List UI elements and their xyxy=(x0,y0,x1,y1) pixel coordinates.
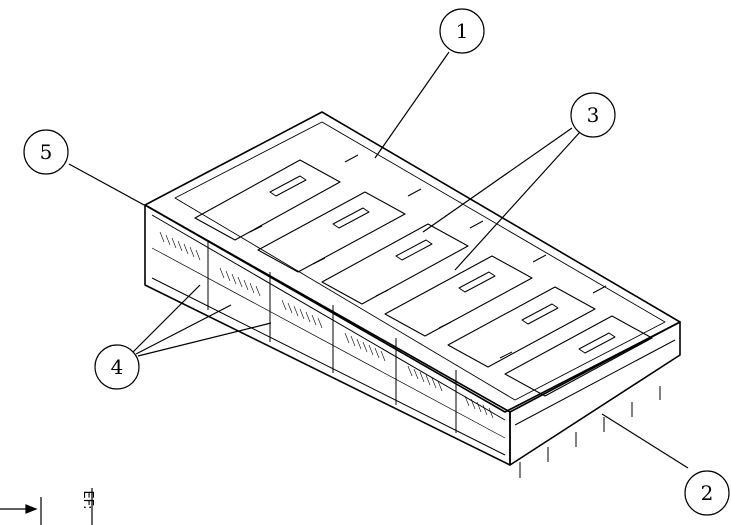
slot xyxy=(499,351,513,359)
press-fit-pins xyxy=(514,339,676,478)
callout-1: 1 xyxy=(439,8,485,54)
callout-3: 3 xyxy=(570,92,616,138)
slot xyxy=(407,188,422,197)
leader-2 xyxy=(601,413,689,469)
slot xyxy=(375,289,389,297)
slot xyxy=(312,257,326,265)
leader-3b xyxy=(454,131,581,271)
front-mid-line xyxy=(151,247,506,439)
port-opening-2 xyxy=(257,191,406,273)
dimension-arrowhead xyxy=(25,504,38,514)
contact-row xyxy=(344,332,386,362)
leader-3a xyxy=(422,127,573,233)
top-slots xyxy=(249,154,607,359)
front-inner-top xyxy=(151,214,506,421)
front-port-grid xyxy=(151,214,506,456)
latch-details xyxy=(269,175,616,354)
callout-label: 4 xyxy=(111,355,124,379)
port-openings xyxy=(194,159,653,397)
slot xyxy=(438,321,452,329)
contact-row xyxy=(464,395,494,419)
contact-row xyxy=(281,299,323,329)
callout-circle xyxy=(23,129,69,175)
slot xyxy=(592,285,607,294)
leader-4b xyxy=(135,304,232,355)
contact-rows xyxy=(159,231,494,419)
top-plate-inner-edge xyxy=(174,121,666,401)
front-face-outline xyxy=(144,204,511,466)
callout-label: 1 xyxy=(456,19,469,43)
callout-label: 3 xyxy=(587,103,600,127)
contact-row xyxy=(407,365,443,392)
front-inner-bottom xyxy=(151,277,506,456)
rotated-text-fragment: EF: xyxy=(80,490,95,509)
latch-5 xyxy=(521,303,559,325)
leader-4a xyxy=(132,284,201,353)
port-opening-1 xyxy=(194,159,341,241)
slot xyxy=(469,220,484,229)
callout-4: 4 xyxy=(94,344,140,390)
callout-label: 5 xyxy=(40,140,53,164)
callout-circle xyxy=(94,344,140,390)
leader-5 xyxy=(68,163,147,207)
latch-2 xyxy=(332,207,370,229)
callout-circle xyxy=(570,92,616,138)
port-opening-4 xyxy=(384,255,533,337)
latch-1 xyxy=(269,175,307,197)
contact-row xyxy=(219,267,261,297)
right-face-outline xyxy=(509,321,681,466)
callout-5: 5 xyxy=(23,129,69,175)
leader-1 xyxy=(374,51,450,159)
leader-4c xyxy=(137,322,272,357)
port-opening-6 xyxy=(504,315,653,397)
callout-circle xyxy=(684,470,730,516)
port-opening-5 xyxy=(447,286,596,368)
right-side-rail xyxy=(514,339,676,426)
callout-2: 2 xyxy=(684,470,730,516)
port-opening-3 xyxy=(321,223,469,305)
callout-label: 2 xyxy=(701,481,714,505)
dimension-fragment xyxy=(0,488,93,525)
leader-lines xyxy=(68,51,689,469)
latch-4 xyxy=(458,271,496,293)
top-plate-outline xyxy=(144,111,681,413)
slot xyxy=(532,254,547,263)
contact-row xyxy=(159,231,201,261)
cage-assembly xyxy=(144,111,681,478)
latch-3 xyxy=(395,239,433,261)
slot xyxy=(249,225,263,233)
latch-6 xyxy=(578,332,616,354)
slot xyxy=(344,154,359,163)
callout-circle xyxy=(439,8,485,54)
